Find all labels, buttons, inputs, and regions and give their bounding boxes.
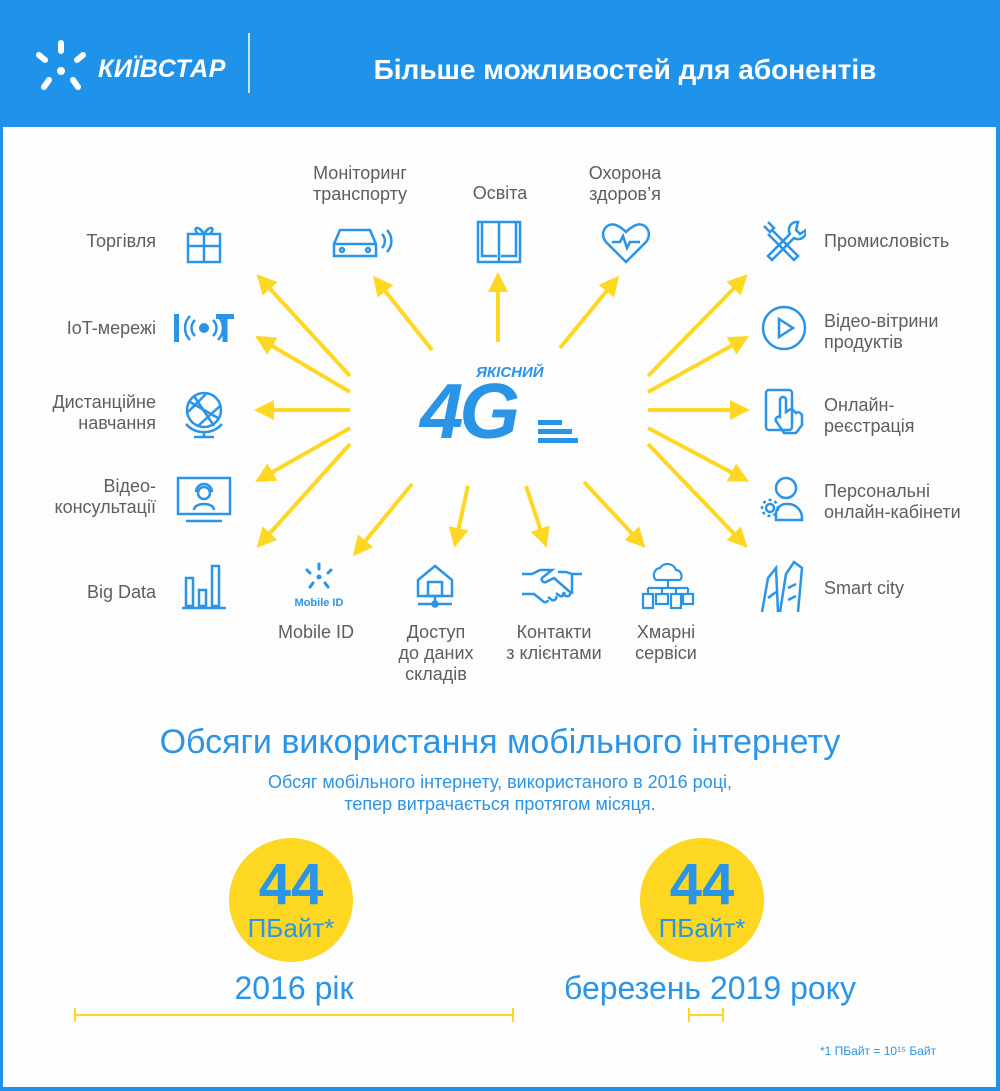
label-warehouse-3: складів [405, 664, 467, 684]
label-video-consult-1: Відео- [103, 476, 156, 496]
label-cloud-1: Хмарні [636, 622, 696, 642]
kyivstar-star-icon [36, 40, 86, 90]
city-icon [760, 560, 804, 613]
monitor-person-icon [176, 476, 232, 523]
ray-bigdata [256, 442, 352, 548]
stats-title: Обсяги використання мобільного інтернету [159, 723, 841, 761]
heart-pulse-icon [601, 223, 651, 264]
stats-subtitle-1: Обсяг мобільного інтернету, використаног… [267, 772, 733, 792]
ray-cabinets [647, 426, 750, 482]
ray-warehouse [448, 485, 470, 548]
book-icon [476, 220, 522, 264]
stat-circle-2019: 44 ПБайт* [640, 838, 764, 962]
page-title: Більше можливостей для абонентів [373, 54, 877, 85]
stat-circle-2016: 44 ПБайт* [229, 838, 353, 962]
gift-icon [186, 226, 222, 264]
footnote: *1 ПБайт = 10¹⁵ Байт [820, 1044, 937, 1058]
cloud-devices-icon [641, 562, 695, 610]
label-monitoring-1: Моніторинг [313, 163, 407, 183]
period-2019: березень 2019 року [563, 970, 857, 1006]
brand-4g-tag: ЯКІСНИЙ [476, 364, 544, 381]
label-distance-1: Дистанційне [52, 392, 156, 412]
label-showcase-2: продуктів [824, 332, 903, 352]
user-gear-icon [760, 476, 804, 522]
label-cabinets-2: онлайн-кабінети [824, 502, 961, 522]
ray-contacts [524, 485, 550, 548]
bar-chart-icon [182, 564, 226, 610]
label-video-consult-2: консультації [54, 497, 156, 517]
label-registration-2: реєстрація [824, 416, 915, 436]
label-trade: Торгівля [86, 231, 156, 251]
header-divider [248, 33, 250, 93]
label-mobileid: Mobile ID [277, 622, 355, 642]
ray-trade [256, 274, 352, 378]
mobile-id-icon: Mobile ID [295, 562, 344, 609]
ray-showcase [647, 336, 750, 394]
ray-smartcity [646, 442, 748, 548]
house-network-icon [416, 564, 454, 608]
label-registration-1: Онлайн- [824, 395, 895, 415]
ray-mobileid [352, 482, 414, 557]
play-icon [761, 305, 807, 351]
label-contacts-1: Контакти [516, 622, 592, 642]
label-health-2: здоров’я [589, 184, 661, 204]
timeline-bar-month [688, 1008, 724, 1022]
stat-unit-2019: ПБайт* [658, 913, 746, 943]
iot-icon [174, 314, 234, 342]
stat-value-2016: 44 [258, 852, 324, 917]
touch-phone-icon [764, 388, 804, 435]
brand-4g-text: 4G [420, 367, 520, 455]
ray-industry [646, 274, 748, 378]
period-2016: 2016 рік [234, 970, 354, 1006]
stats-subtitle-2: тепер витрачається протягом місяця. [344, 794, 656, 814]
globe-icon [185, 391, 223, 439]
stat-value-2019: 44 [669, 852, 735, 917]
ray-video-consult [255, 426, 351, 482]
label-health-1: Охорона [588, 163, 662, 183]
ray-cloud [582, 480, 646, 548]
label-industry: Промисловість [824, 231, 950, 251]
ray-monitoring [373, 275, 434, 352]
tools-icon [763, 220, 806, 262]
label-cloud-2: сервіси [635, 643, 697, 663]
header: КИЇВСТАР Більше можливостей для абоненті… [0, 0, 1000, 127]
ray-health [558, 275, 620, 350]
mobile-id-icon-text: Mobile ID [295, 597, 344, 609]
label-contacts-2: з клієнтами [506, 643, 602, 663]
brand-name: КИЇВСТАР [98, 55, 226, 83]
ray-iot [255, 335, 352, 394]
car-icon [332, 228, 393, 258]
label-education: Освіта [472, 183, 528, 203]
label-monitoring-2: транспорту [312, 184, 408, 204]
handshake-icon [522, 568, 582, 604]
label-cabinets-1: Персональні [824, 481, 930, 501]
label-showcase-1: Відео-вітрини [824, 311, 939, 331]
label-bigdata: Big Data [86, 582, 156, 602]
label-smartcity: Smart city [824, 578, 905, 598]
label-warehouse-1: Доступ [406, 622, 466, 642]
speed-lines-icon [538, 420, 578, 443]
stat-unit-2016: ПБайт* [247, 913, 335, 943]
label-distance-2: навчання [78, 413, 156, 433]
label-iot: IoT-мережі [66, 318, 156, 338]
label-warehouse-2: до даних [398, 643, 474, 663]
timeline-bar-year [74, 1008, 514, 1022]
